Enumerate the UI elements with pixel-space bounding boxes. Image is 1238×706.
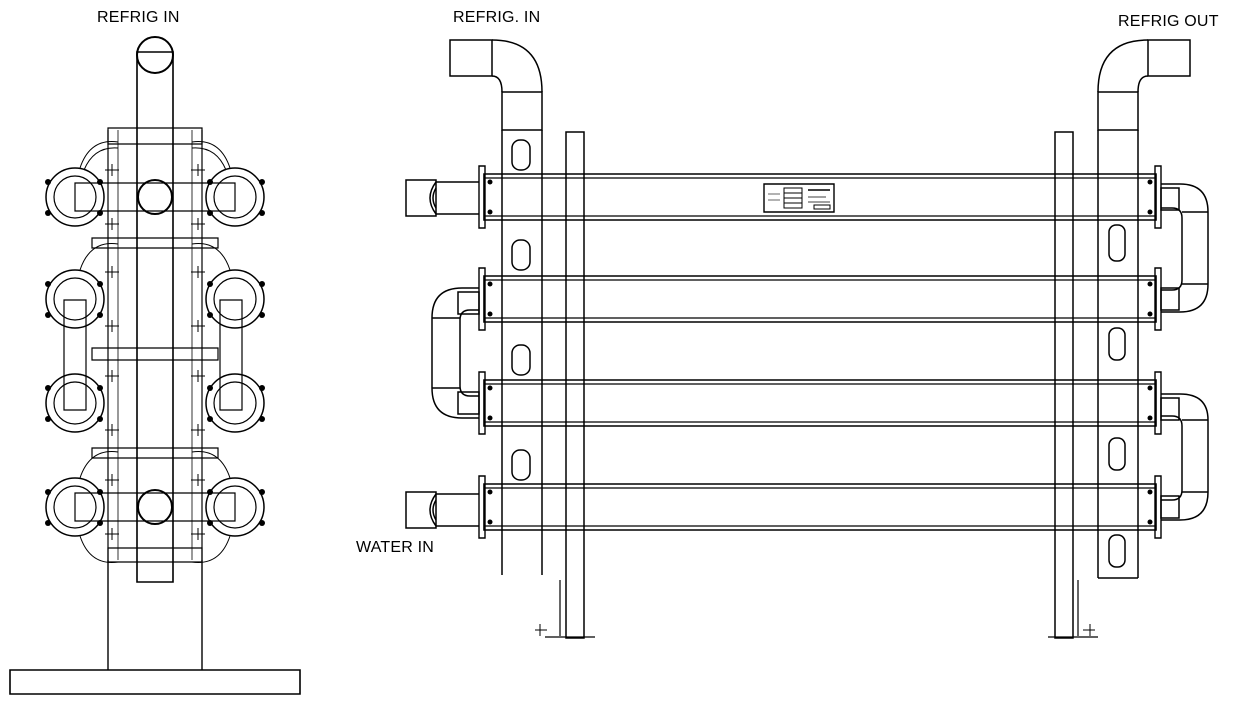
tube-1 xyxy=(484,174,1156,220)
front-top-left-stub xyxy=(406,180,479,216)
side-view xyxy=(10,37,300,694)
side-base-plate xyxy=(10,670,300,694)
front-nameplate xyxy=(764,184,834,212)
front-refrig-outlet-pipe xyxy=(1098,40,1190,578)
front-stand-left xyxy=(566,132,584,638)
front-end-flanges xyxy=(479,166,1161,538)
label-front-refrig-out: REFRIG OUT xyxy=(1118,13,1219,30)
side-flanges-right xyxy=(206,168,264,536)
tube-3 xyxy=(484,380,1156,426)
front-view xyxy=(406,40,1208,638)
label-side-refrig-in: REFRIG IN xyxy=(97,9,180,26)
front-flange-bolts xyxy=(487,179,1153,525)
side-studs xyxy=(105,164,205,540)
front-water-inlet-stub xyxy=(406,492,479,528)
side-center-pipe xyxy=(137,52,173,582)
front-right-u-bend-upper xyxy=(1161,184,1208,312)
tube-4 xyxy=(484,484,1156,530)
front-right-u-bend-lower xyxy=(1161,394,1208,520)
label-front-refrig-in: REFRIG. IN xyxy=(453,9,541,26)
side-return-bends xyxy=(80,142,230,563)
front-refrig-inlet-pipe xyxy=(450,40,542,575)
front-tubes xyxy=(484,174,1156,530)
side-bolts xyxy=(45,179,265,526)
side-flanges-left xyxy=(46,168,104,536)
front-stand-right xyxy=(1055,132,1073,638)
front-left-u-bend xyxy=(432,288,479,418)
label-water-in: WATER IN xyxy=(356,539,435,556)
side-top-pipe-opening xyxy=(137,37,173,73)
tube-2 xyxy=(484,276,1156,322)
